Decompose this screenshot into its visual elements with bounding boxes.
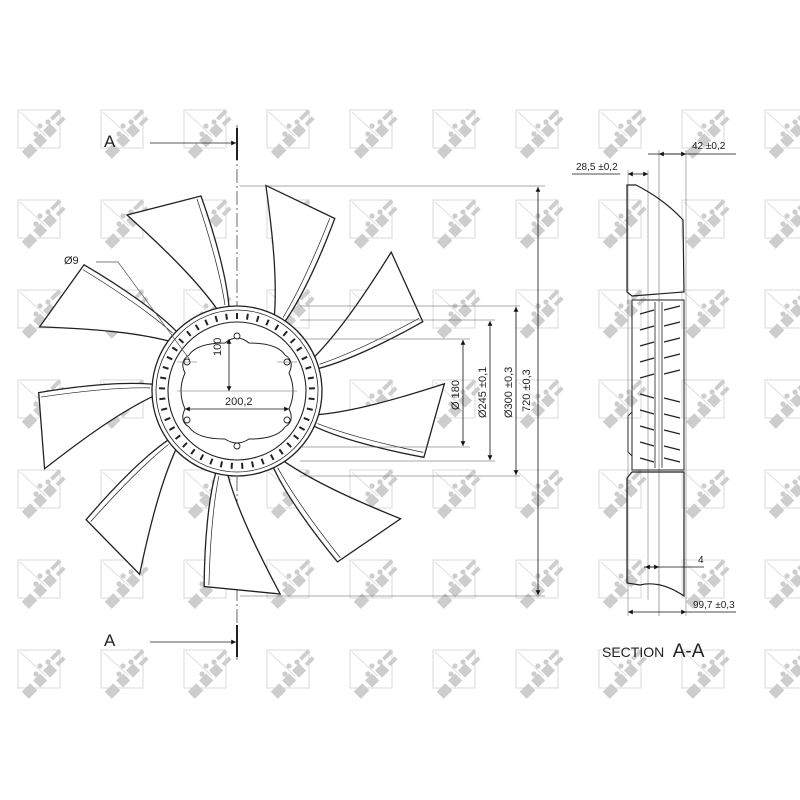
section-dimensions [572,151,736,615]
dim-42-label: 42 ±0,2 [692,141,726,152]
bolt-spacing-horizontal-label: 200,2 [225,396,253,408]
dim-4-label: 4 [698,555,704,566]
dim-99-7-label: 99,7 ±0,3 [693,600,735,611]
section-marker-bottom: A [104,631,116,650]
section-title-prefix: SECTION [602,644,665,660]
dim-28-5-label: 28,5 ±0,2 [576,162,618,173]
section-title: SECTION A-A [602,641,704,663]
diameter-300-label: Ø300 ±0,3 [503,366,515,418]
section-marker-top: A [104,132,116,151]
diameter-245-label: Ø245 ±0,1 [477,366,489,418]
diameter-180-label: Ø 180 [450,380,462,410]
hole-diameter-label: Ø9 [64,255,79,267]
section-title-suffix: A-A [672,641,705,662]
fan-hub [151,305,323,477]
length-720-label: 720 ±0,3 [521,369,533,412]
bolt-spacing-vertical-label: 100 [212,337,224,356]
fan-blades [25,170,462,613]
section-view [626,150,687,616]
